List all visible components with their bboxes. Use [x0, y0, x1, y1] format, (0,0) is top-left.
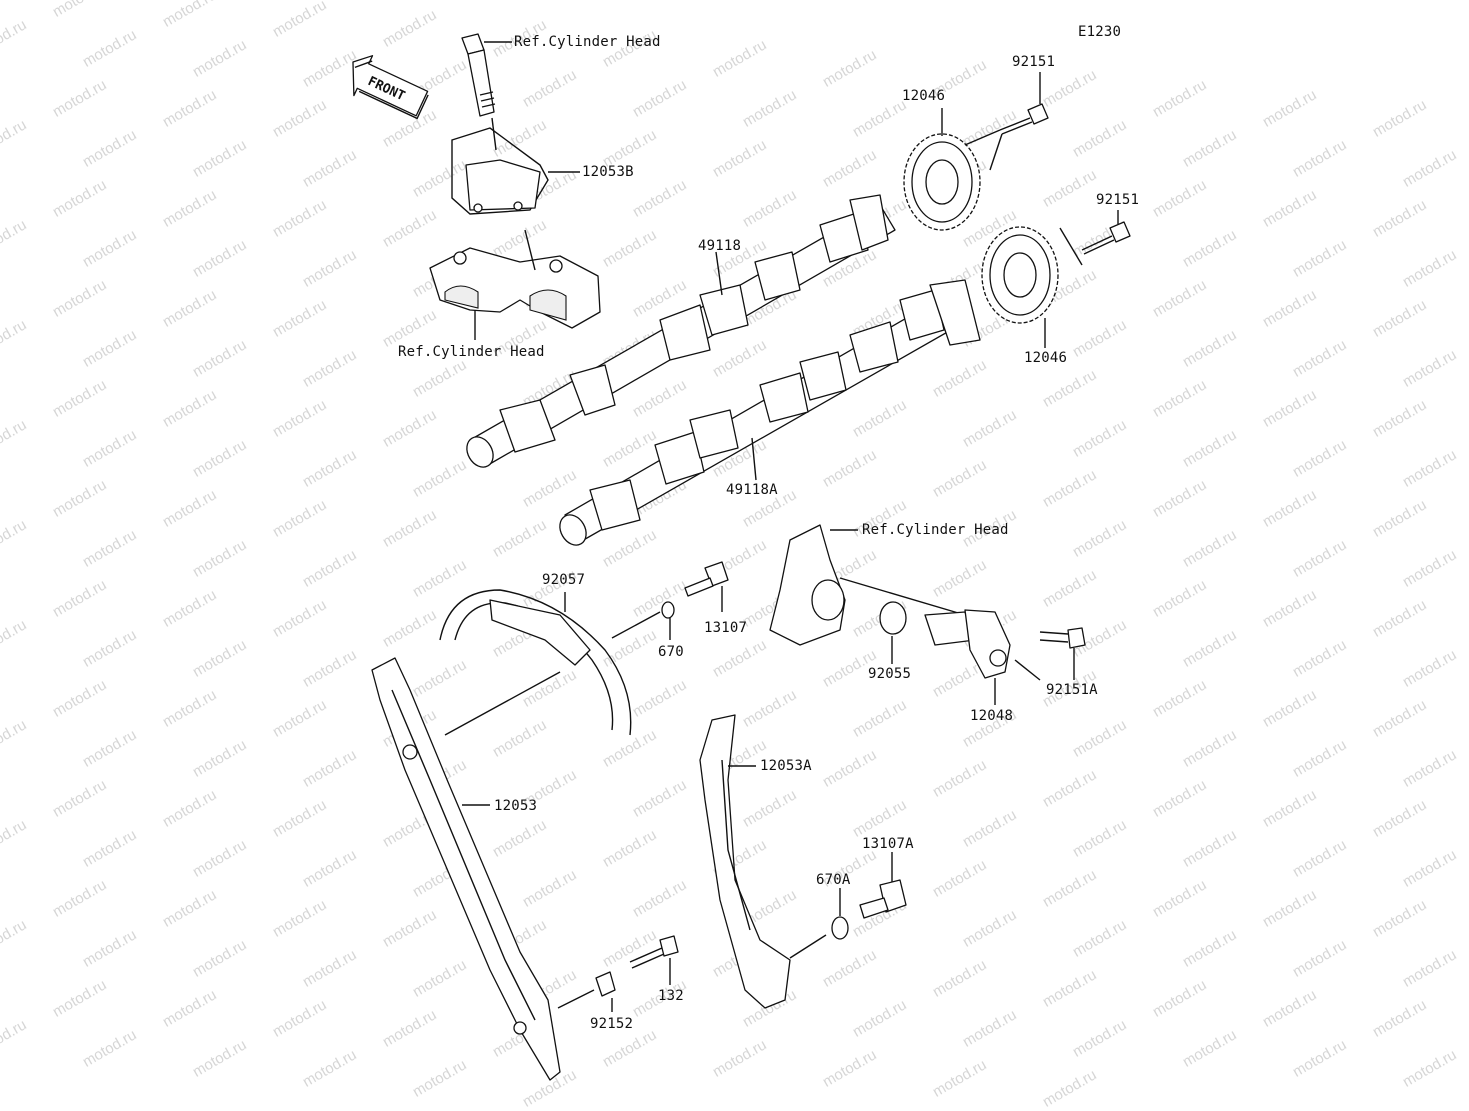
label-13107A: 13107A [862, 836, 914, 852]
sprocket-bolt-92151-mid [1059, 210, 1131, 266]
chain-guide-12053 [371, 657, 561, 1081]
tensioner-housing-ref [769, 524, 966, 646]
front-arrow-icon: FRONT [352, 55, 429, 120]
label-12053B: 12053B [582, 164, 634, 180]
tensioner-bolt-92151A [1039, 627, 1086, 680]
label-12046-top: 12046 [902, 88, 946, 104]
label-ref-cyl-head-right: Ref.Cylinder Head [862, 522, 1009, 538]
label-92151-mid: 92151 [1096, 192, 1140, 208]
label-670A: 670A [816, 872, 851, 888]
sprocket-12046-lower [981, 226, 1059, 348]
bracket-12053B [451, 117, 580, 215]
label-12053: 12053 [494, 798, 538, 814]
diagram-code: E1230 [1078, 24, 1122, 40]
label-92151-top: 92151 [1012, 54, 1056, 70]
chain-tensioner-12048 [924, 609, 1041, 705]
label-ref-cyl-head-left: Ref.Cylinder Head [398, 344, 545, 360]
sprocket-12046-upper [903, 108, 981, 231]
label-132: 132 [658, 988, 684, 1004]
o-ring-670A [789, 888, 849, 959]
label-49118: 49118 [698, 238, 742, 254]
label-12046-bottom: 12046 [1024, 350, 1068, 366]
o-ring-670 [661, 601, 675, 640]
camshaft-49118A [559, 279, 981, 546]
label-92152: 92152 [590, 1016, 634, 1032]
collar-92152 [557, 971, 616, 1012]
label-12048: 12048 [970, 708, 1014, 724]
cam-cap-holder [429, 229, 601, 340]
label-92057: 92057 [542, 572, 586, 588]
label-92151A: 92151A [1046, 682, 1098, 698]
camshaft-49118 [466, 194, 896, 468]
o-ring-92055 [879, 601, 907, 664]
label-12053A: 12053A [760, 758, 812, 774]
label-670: 670 [658, 644, 684, 660]
guide-bolt-13107A [859, 852, 907, 919]
label-49118A: 49118A [726, 482, 778, 498]
cylinder-head-bolt [461, 33, 512, 117]
sprocket-bolt-92151-top [964, 72, 1049, 171]
chain-guide-12053A [699, 714, 791, 1009]
label-92055: 92055 [868, 666, 912, 682]
timing-chain-92057 [439, 589, 632, 736]
label-13107: 13107 [704, 620, 748, 636]
guide-bolt-13107 [611, 561, 729, 639]
guide-bolt-132 [629, 935, 679, 985]
label-ref-cyl-head-top: Ref.Cylinder Head [514, 34, 661, 50]
